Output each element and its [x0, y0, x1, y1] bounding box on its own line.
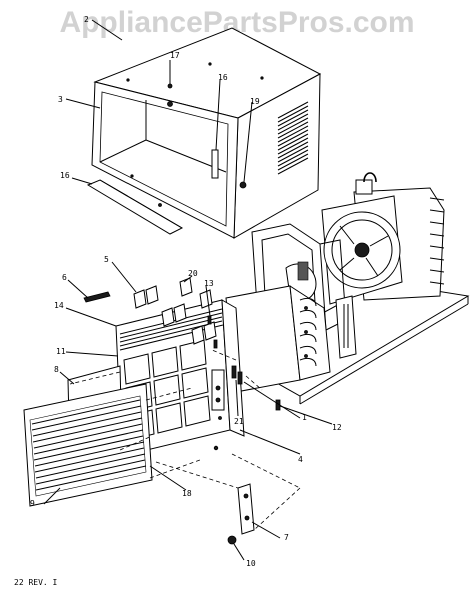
revision-footer: 22 REV. I — [14, 578, 58, 587]
part-16-rail — [86, 179, 184, 235]
callout-13: 13 — [204, 279, 214, 288]
part-7-control-plate — [237, 483, 255, 535]
callout-21: 21 — [234, 417, 244, 426]
callout-5: 5 — [104, 255, 109, 264]
part-13-pins — [207, 315, 243, 385]
part-10-knob — [227, 535, 237, 545]
part-9-grille — [23, 383, 153, 507]
callout-18: 18 — [182, 489, 192, 498]
callout-2: 2 — [84, 15, 89, 24]
callout-14: 14 — [54, 301, 64, 310]
callout-16-top: 16 — [218, 73, 228, 82]
callout-10: 10 — [246, 559, 256, 568]
cabinet — [91, 27, 322, 239]
callout-8: 8 — [54, 365, 59, 374]
callout-17: 17 — [170, 51, 180, 60]
evaporator-coil — [225, 285, 357, 393]
callout-1: 1 — [302, 413, 307, 422]
callout-4: 4 — [298, 455, 303, 464]
callout-labels: 2 3 17 16 19 16 6 5 20 13 14 11 8 9 21 1… — [30, 15, 342, 568]
callout-11: 11 — [56, 347, 66, 356]
callout-9: 9 — [30, 499, 35, 508]
callout-20: 20 — [188, 269, 198, 278]
callout-7: 7 — [284, 533, 289, 542]
leader-lines — [43, 19, 333, 561]
callout-12: 12 — [332, 423, 342, 432]
callout-6: 6 — [62, 273, 67, 282]
condenser-assembly — [321, 172, 445, 305]
assembly-dashed-lines — [69, 349, 301, 531]
part-5-brackets — [133, 285, 217, 345]
part-6-strip — [83, 291, 111, 303]
callout-19: 19 — [250, 97, 260, 106]
cabinet-louvers — [277, 101, 309, 175]
callout-16-rail: 16 — [60, 171, 70, 180]
callout-3: 3 — [58, 95, 63, 104]
